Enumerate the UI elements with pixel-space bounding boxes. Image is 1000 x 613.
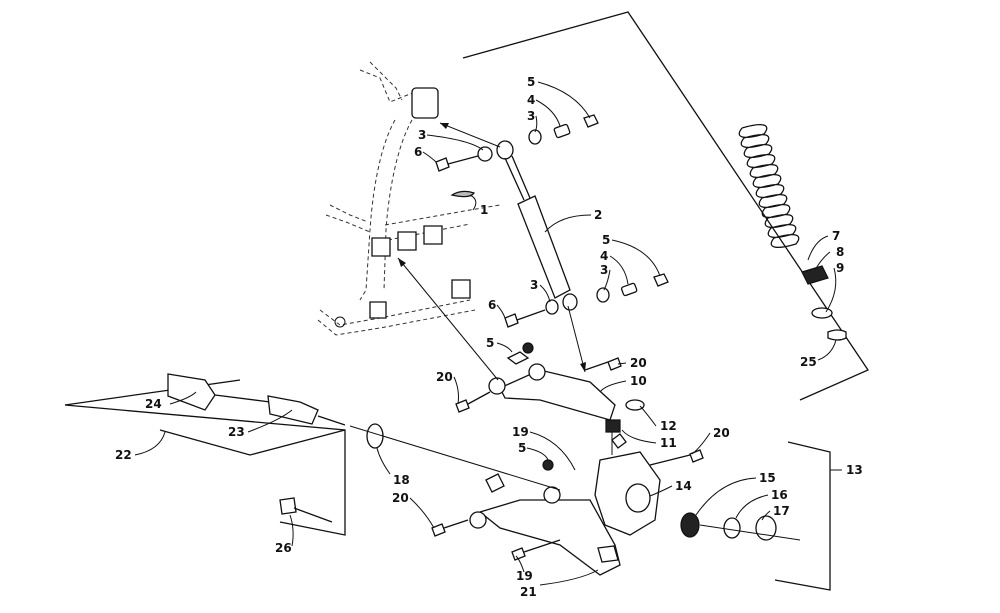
callout-c20b: 20 [436,370,453,384]
frame-section [317,61,501,336]
callout-c3d: 3 [530,278,538,292]
callout-c4b: 4 [600,249,608,263]
callout-c1: 1 [480,203,488,217]
callout-c17: 17 [773,504,790,518]
callout-c3b: 3 [418,128,426,142]
shock-absorber [496,140,578,311]
callout-c25: 25 [800,355,817,369]
assembly-arrows [349,122,613,491]
lower-a-arm [431,459,621,576]
upper-a-arm [455,342,645,433]
callout-c10: 10 [630,374,647,388]
callout-c16: 16 [771,488,788,502]
callout-c6b: 6 [488,298,496,312]
callout-c9: 9 [836,261,844,275]
callout-c5c: 5 [486,336,494,350]
callout-c22: 22 [115,448,132,462]
callout-c5d: 5 [518,441,526,455]
callout-c18: 18 [393,473,410,487]
callout-c21: 21 [520,585,537,599]
upper-shock-hardware [435,114,599,198]
callout-c4a: 4 [527,93,535,107]
callout-c3c: 3 [600,263,608,277]
callout-c13: 13 [846,463,863,477]
callout-c6a: 6 [414,145,422,159]
callout-c5a: 5 [527,75,535,89]
hub-group-bracket [774,441,831,591]
callout-c23: 23 [228,425,245,439]
callout-c2: 2 [594,208,602,222]
leader-lines [134,81,842,586]
callout-c20d: 20 [392,491,409,505]
callout-c8: 8 [836,245,844,259]
callout-c11: 11 [660,436,677,450]
steering-knuckle [594,433,704,536]
callout-c5b: 5 [602,233,610,247]
lower-shock-hardware [504,273,669,328]
callout-c24: 24 [145,397,162,411]
callout-labels: 5 4 3 3 6 1 2 5 4 3 3 6 7 8 9 25 5 20 20… [115,75,863,599]
callout-c19b: 19 [516,569,533,583]
callout-c7: 7 [832,229,840,243]
coil-spring [738,123,847,341]
hub-bearing-parts [680,512,801,541]
axle-seal-18 [366,423,384,449]
callout-c12: 12 [660,419,677,433]
callout-c19a: 19 [512,425,529,439]
callout-c20c: 20 [713,426,730,440]
callout-c20a: 20 [630,356,647,370]
shock-group-outline [462,11,869,401]
callout-c3a: 3 [527,109,535,123]
callout-c14: 14 [675,479,692,493]
callout-c26: 26 [275,541,292,555]
callout-c15: 15 [759,471,776,485]
drive-axle [64,373,346,536]
